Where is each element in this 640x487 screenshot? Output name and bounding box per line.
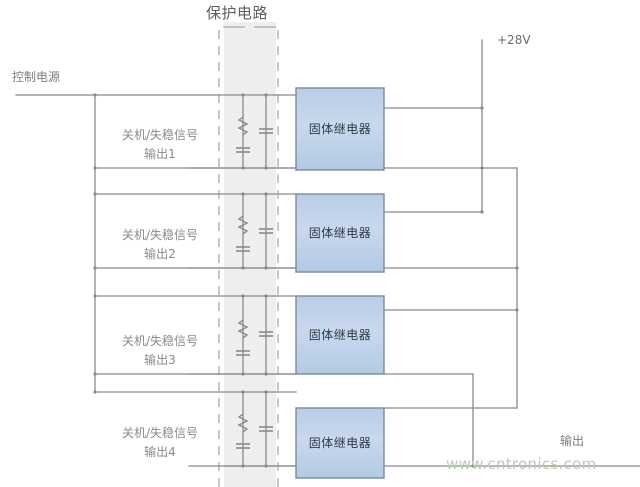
signal-label-1-line2: 输出1 (144, 147, 176, 161)
supply-voltage-label: +28V (497, 33, 531, 47)
signal-label-4-line1: 关机/失稳信号 (121, 426, 199, 440)
resistor-row2 (237, 215, 249, 235)
junction-dots (93, 93, 519, 468)
diagram-title: 保护电路 (206, 4, 269, 22)
signal-label-4-line2: 输出4 (144, 445, 176, 459)
capacitors-left-branch (236, 147, 250, 449)
signal-label-2-line1: 关机/失稳信号 (121, 228, 199, 242)
relay-label-2: 固体继电器 (308, 226, 372, 240)
output-label: 输出 (560, 434, 585, 448)
passive-components (237, 116, 249, 433)
signal-label-3-line2: 输出3 (144, 353, 176, 367)
relay-box-3[interactable] (295, 295, 385, 375)
watermark: www.cntronics.com (446, 455, 597, 473)
relay-boxes (295, 87, 385, 479)
resistor-row1 (237, 116, 249, 136)
capacitors-right-branch (259, 128, 273, 432)
signal-label-1-line1: 关机/失稳信号 (121, 128, 199, 142)
protection-band (224, 22, 276, 487)
resistor-row4 (237, 413, 249, 433)
relay-label-3: 固体继电器 (308, 328, 372, 342)
control-power-label: 控制电源 (12, 70, 61, 84)
signal-label-2-line2: 输出2 (144, 247, 176, 261)
relay-label-4: 固体继电器 (308, 436, 372, 450)
relay-label-1: 固体继电器 (308, 122, 372, 136)
relay-box-1[interactable] (295, 87, 385, 171)
relay-box-4[interactable] (295, 407, 385, 479)
signal-label-3-line1: 关机/失稳信号 (121, 334, 199, 348)
relay-box-2[interactable] (295, 193, 385, 273)
resistor-row3 (237, 319, 249, 339)
